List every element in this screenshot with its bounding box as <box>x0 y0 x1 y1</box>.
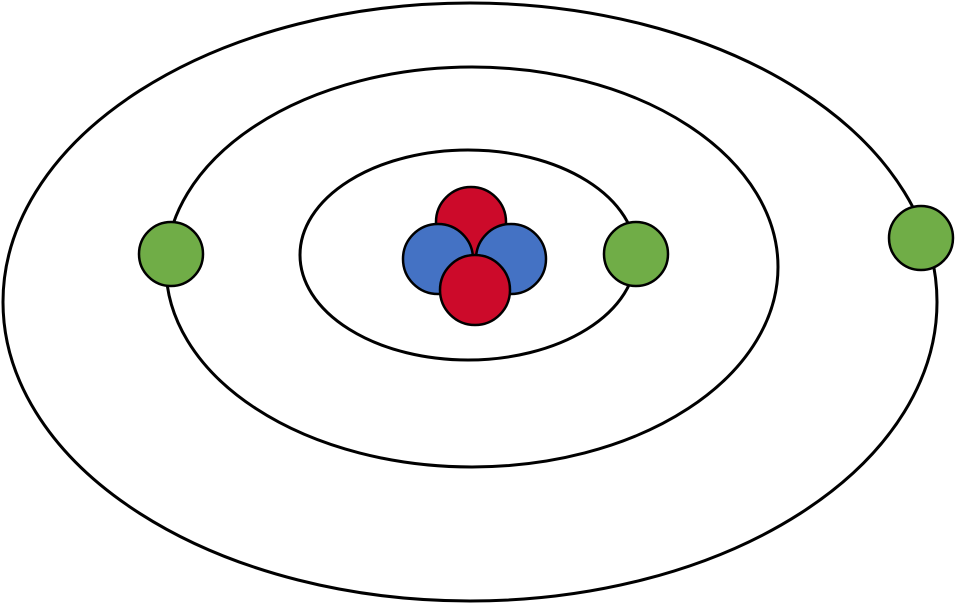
electron-inner-orbit-right <box>602 220 670 288</box>
electron-outer-orbit-right <box>887 204 955 272</box>
nucleus <box>401 185 548 327</box>
electron-middle-orbit-left <box>137 220 205 288</box>
outer-orbit <box>1 1 939 603</box>
proton-bottom <box>438 253 512 327</box>
